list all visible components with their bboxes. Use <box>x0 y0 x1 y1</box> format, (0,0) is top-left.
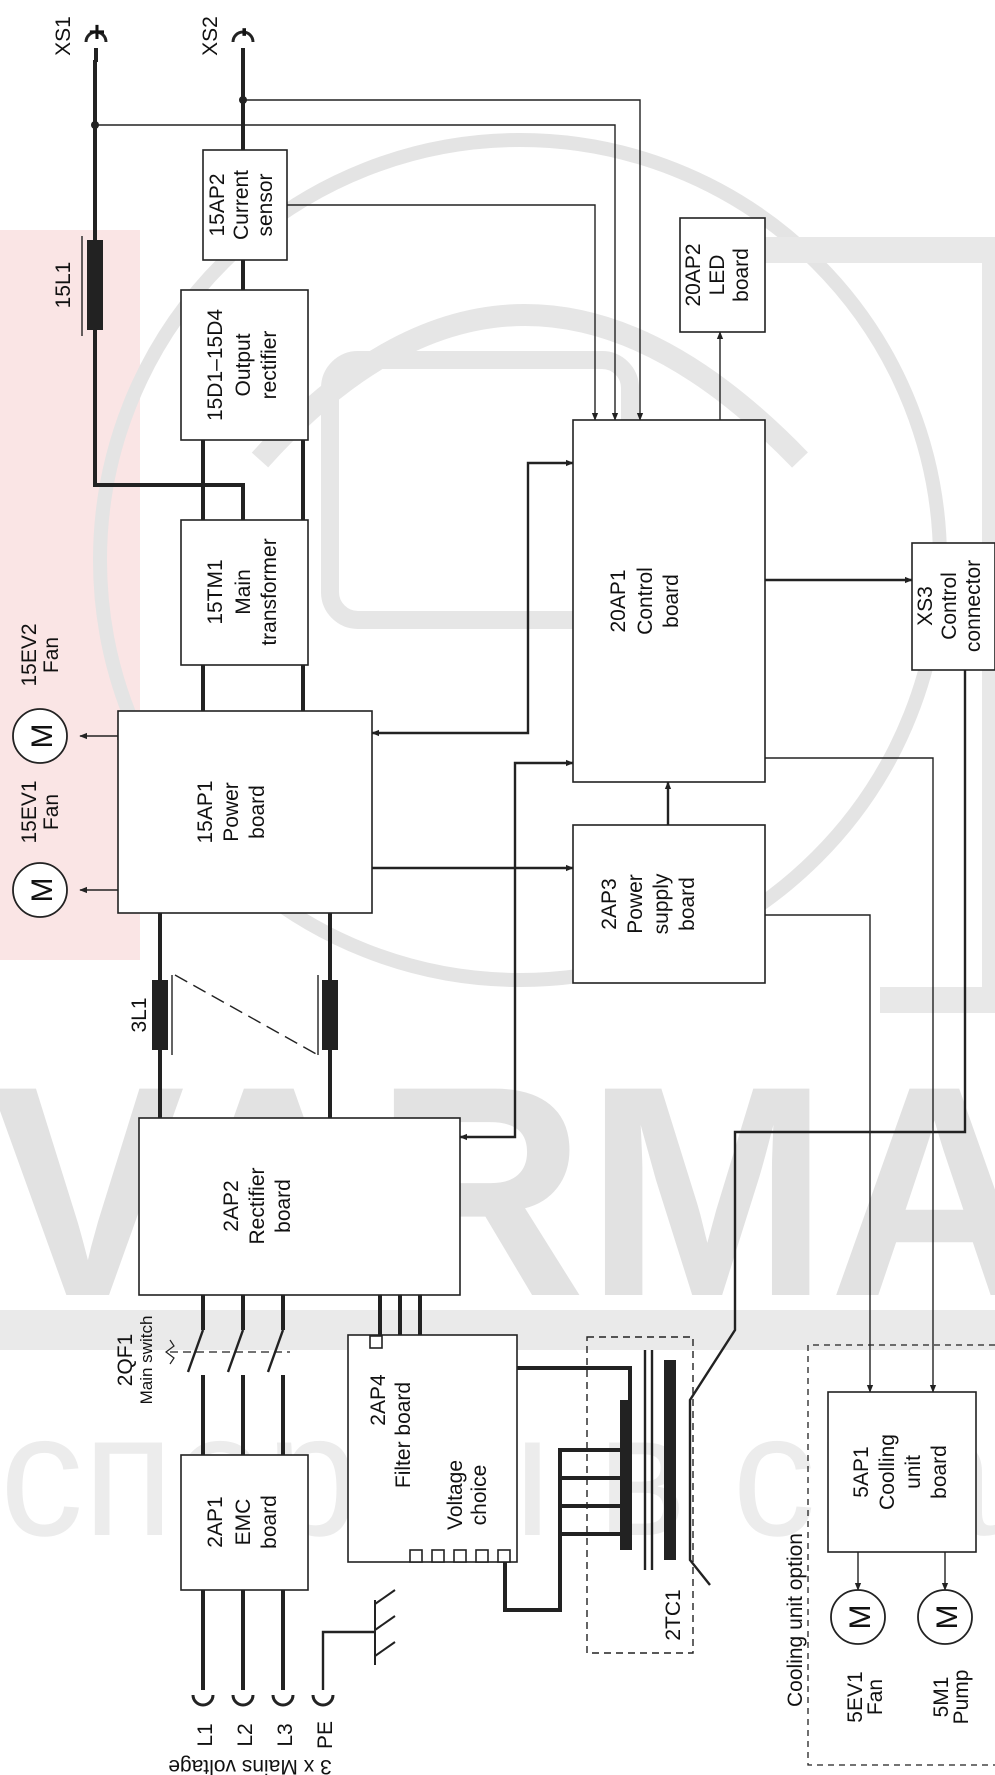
motor-icon: M <box>26 878 59 903</box>
plus-icon: + <box>81 24 112 40</box>
label-rectifier-id: 2AP2 <box>220 1180 243 1231</box>
label-3l1: 3L1 <box>128 997 151 1032</box>
label-5m1: 5M1 <box>930 1677 953 1718</box>
label-led-2: board <box>730 248 753 302</box>
label-rectifier-2: board <box>272 1179 295 1233</box>
label-connector-1: Control <box>938 572 961 640</box>
block-cooling-board: 5AP1 Coolling unit board <box>827 1391 977 1553</box>
choke-3l1: 3L1 <box>128 974 338 1056</box>
label-power-board-1: Power <box>220 782 243 842</box>
block-current-sensor: 15AP2 Current sensor <box>202 149 288 261</box>
mains-terminals: L1 L2 L3 PE 3 x Mains voltage <box>168 1589 396 1775</box>
label-connector-id: XS3 <box>914 586 937 626</box>
transformer-2tc1: 2TC1 <box>586 1336 694 1654</box>
block-filter-board: 2AP4 Filter board Voltage choice <box>347 1334 518 1563</box>
block-output-rectifier: 15D1–15D4 Output rectifier <box>180 289 309 441</box>
label-psu-id: 2AP3 <box>598 878 621 929</box>
motor-icon: M <box>26 724 59 749</box>
label-psu-1: Power <box>624 874 647 934</box>
label-2tc1: 2TC1 <box>662 1589 685 1640</box>
label-15l1: 15L1 <box>52 262 75 309</box>
label-led-id: 20AP2 <box>682 243 705 306</box>
label-l1: L1 <box>194 1723 217 1746</box>
label-voltage-choice-1: Voltage <box>444 1460 467 1530</box>
power-wires <box>93 60 632 1690</box>
terminal-xs2: XS2 - <box>199 16 259 62</box>
label-power-board-2: board <box>246 785 269 839</box>
label-xs1: XS1 <box>52 16 75 56</box>
motor-icon: M <box>931 1605 964 1630</box>
label-pe: PE <box>314 1721 337 1749</box>
main-switch-2qf1: 2QF1 Main switch <box>114 1316 290 1405</box>
label-voltage-choice-2: choice <box>468 1465 491 1526</box>
label-transformer-id: 15TM1 <box>204 559 227 624</box>
label-output-rectifier-id: 15D1–15D4 <box>204 309 227 421</box>
signal-wires <box>79 99 967 1591</box>
label-control-1: Control <box>634 567 657 635</box>
label-rectifier-1: Rectifier <box>246 1167 269 1244</box>
cooling-unit-option: Cooling unit option M M 5EV1 Fan 5M1 Pum… <box>784 1344 995 1766</box>
label-5ev1-fan: Fan <box>864 1679 887 1715</box>
block-emc-board: 2AP1 EMC board <box>180 1454 309 1591</box>
label-15ev1-fan: Fan <box>40 794 63 830</box>
label-output-rectifier-1: Output <box>232 333 255 396</box>
fan-15ev1: M 15EV1 Fan <box>12 780 68 918</box>
block-control-connector: XS3 Control connector <box>911 542 995 671</box>
label-power-board-id: 15AP1 <box>194 780 217 843</box>
label-emc-id: 2AP1 <box>204 1496 227 1547</box>
label-cooling-2: unit <box>902 1455 925 1489</box>
block-control-board: 20AP1 Control board <box>572 419 766 783</box>
label-emc-1: EMC <box>232 1499 255 1546</box>
label-mains-voltage: 3 x Mains voltage <box>168 1755 331 1775</box>
label-current-sensor-id: 15AP2 <box>206 173 229 236</box>
fan-15ev2: M 15EV2 Fan <box>12 623 68 764</box>
label-filter-id: 2AP4 <box>367 1374 390 1426</box>
label-5m1-pump: Pump <box>950 1670 973 1725</box>
label-5ev1: 5EV1 <box>844 1671 867 1722</box>
label-cooling-option: Cooling unit option <box>784 1533 807 1707</box>
label-filter-1: Filter board <box>392 1382 415 1488</box>
block-led-board: 20AP2 LED board <box>679 217 766 333</box>
label-cooling-3: board <box>928 1445 951 1499</box>
label-output-rectifier-2: rectifier <box>258 331 281 400</box>
label-15ev2-fan: Fan <box>40 637 63 673</box>
label-cooling-1: Coolling <box>876 1434 899 1510</box>
motor-icon: M <box>844 1605 877 1630</box>
block-main-transformer: 15TM1 Main transformer <box>180 519 309 666</box>
label-control-id: 20AP1 <box>607 569 630 632</box>
block-rectifier-board: 2AP2 Rectifier board <box>138 1117 461 1296</box>
label-l3: L3 <box>274 1723 297 1746</box>
label-connector-2: connector <box>962 560 985 652</box>
terminal-xs1: XS1 + <box>52 16 112 62</box>
label-emc-2: board <box>258 1495 281 1549</box>
label-transformer-2: transformer <box>258 538 281 645</box>
label-15ev2: 15EV2 <box>18 623 41 686</box>
label-xs2: XS2 <box>199 16 222 56</box>
block-power-board: 15AP1 Power board <box>117 710 373 914</box>
label-psu-3: board <box>676 877 699 931</box>
choke-15l1: 15L1 <box>52 236 103 336</box>
label-psu-2: supply <box>650 873 673 934</box>
label-cooling-id: 5AP1 <box>850 1446 873 1497</box>
label-main-switch: Main switch <box>137 1316 156 1405</box>
label-transformer-1: Main <box>232 569 255 615</box>
label-15ev1: 15EV1 <box>18 780 41 843</box>
minus-icon: - <box>226 27 259 37</box>
label-2qf1: 2QF1 <box>114 1334 137 1387</box>
label-l2: L2 <box>234 1723 257 1746</box>
label-led-1: LED <box>706 255 729 296</box>
label-current-sensor-1: Current <box>230 170 253 240</box>
label-control-2: board <box>660 574 683 628</box>
block-power-supply-board: 2AP3 Power supply board <box>572 824 766 984</box>
label-current-sensor-2: sensor <box>254 173 277 236</box>
